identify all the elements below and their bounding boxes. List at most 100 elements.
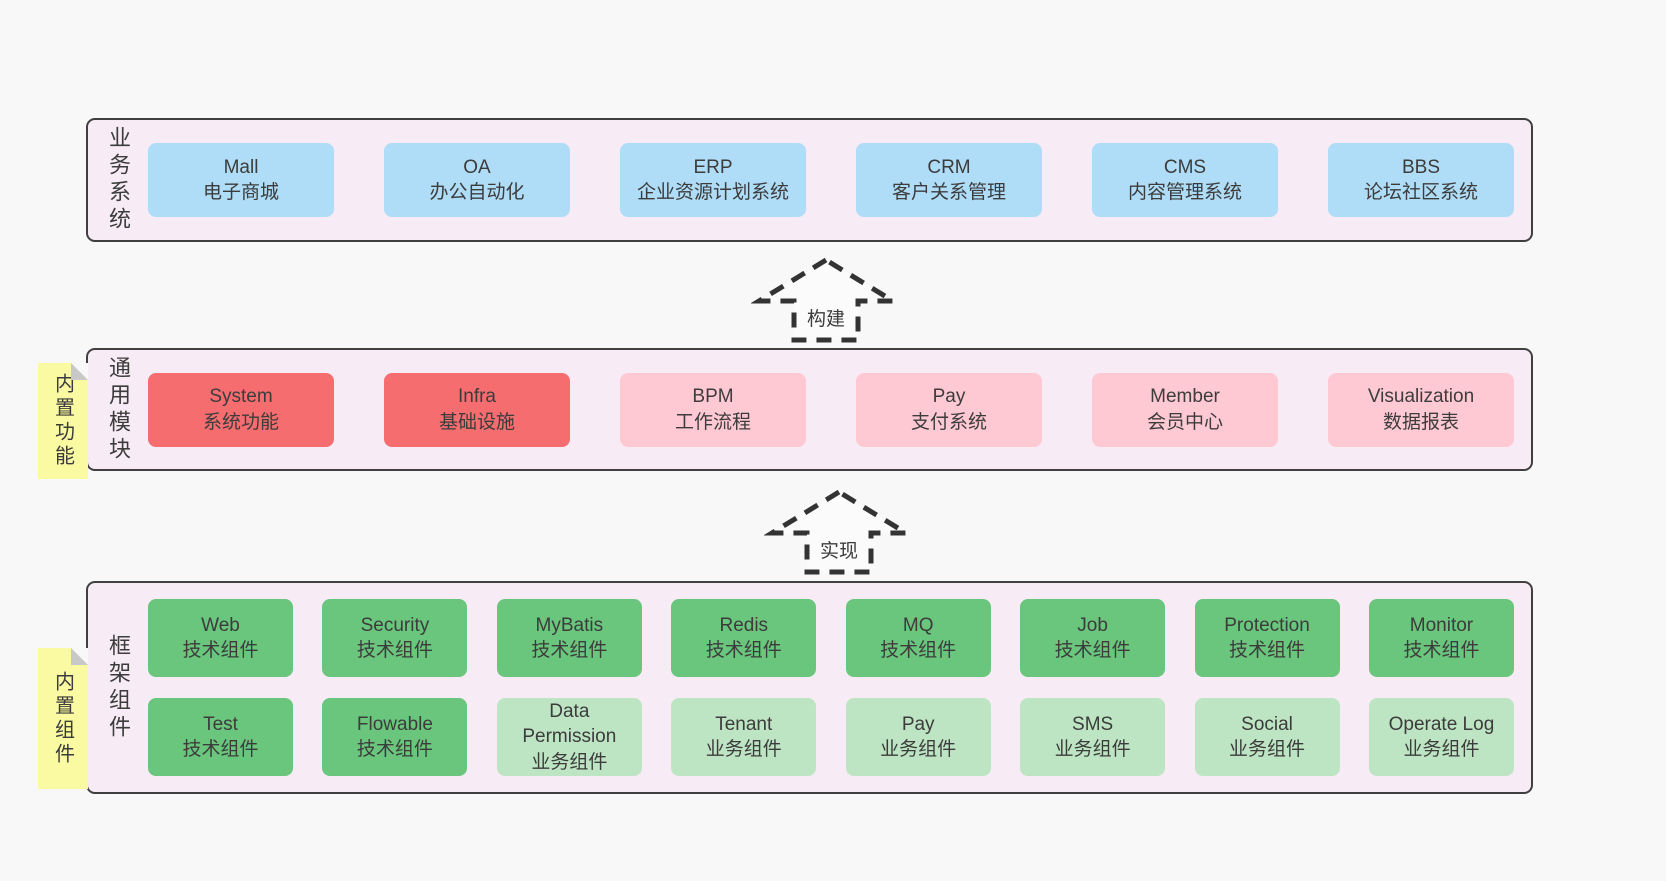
module-box-test: Test 技术组件: [148, 698, 293, 776]
module-title: Test: [203, 713, 238, 735]
band-label-business-systems: 业务系统: [106, 126, 131, 234]
arrow-label-build: 构建: [807, 308, 845, 330]
module-title: System: [209, 386, 273, 408]
band-business-systems: 业务系统 Mall 电子商城 OA 办公自动化 ERP 企业资源计划系统 CRM 客户关系管理…: [86, 118, 1533, 242]
module-box-social: Social 业务组件: [1194, 698, 1340, 776]
module-title: SMS: [1072, 713, 1114, 735]
module-title: CMS: [1163, 156, 1207, 178]
module-subtitle: 业务组件: [880, 739, 957, 760]
module-title: Security: [360, 614, 430, 636]
module-box-pay: Pay 支付系统: [856, 372, 1042, 447]
sticky-note-built-in-components: 内置组件: [38, 648, 88, 789]
module-subtitle: 技术组件: [356, 640, 433, 661]
module-box-tenant: Tenant 业务组件: [671, 698, 817, 776]
module-box-system: System 系统功能: [148, 372, 334, 447]
module-subtitle: 工作流程: [674, 411, 751, 433]
module-title: Data Permission: [522, 701, 617, 748]
module-subtitle: 技术组件: [880, 640, 957, 661]
module-subtitle: 技术组件: [356, 739, 433, 760]
module-title: CRM: [927, 156, 971, 178]
module-box-security: Security 技术组件: [322, 599, 468, 677]
module-subtitle: 内容管理系统: [1127, 182, 1242, 203]
module-subtitle: 支付系统: [910, 411, 987, 433]
module-subtitle: 会员中心: [1146, 411, 1223, 433]
folded-corner-icon: [71, 648, 88, 665]
band-label-common-modules: 通用模块: [106, 355, 131, 464]
module-subtitle: 业务组件: [1403, 739, 1480, 760]
module-title: OA: [463, 156, 491, 178]
band-common-modules: 通用模块 System 系统功能 Infra 基础设施 BPM 工作流程 Pay 支付系统 Me…: [86, 348, 1533, 471]
module-subtitle: 系统功能: [202, 411, 279, 433]
module-box-cms: CMS 内容管理系统: [1092, 143, 1278, 217]
module-subtitle: 技术组件: [182, 739, 259, 760]
module-title: Infra: [457, 386, 497, 408]
module-title: Web: [201, 614, 240, 636]
module-box-mybatis: MyBatis 技术组件: [496, 599, 642, 677]
module-box-bpm: BPM 工作流程: [620, 372, 806, 447]
module-box-data-permission: Data Permission 业务组件: [496, 698, 642, 776]
module-box-erp: ERP 企业资源计划系统: [620, 143, 806, 217]
module-box-infra: Infra 基础设施: [384, 372, 570, 447]
module-box-visualization: Visualization 数据报表: [1328, 372, 1514, 447]
module-subtitle: 基础设施: [438, 411, 515, 433]
module-box-flowable: Flowable 技术组件: [322, 698, 468, 776]
module-box-member: Member 会员中心: [1092, 372, 1278, 447]
module-title: Redis: [719, 614, 769, 636]
module-box-job: Job 技术组件: [1020, 599, 1166, 677]
module-box-web: Web 技术组件: [148, 599, 293, 677]
module-title: Pay: [901, 713, 935, 735]
module-title: Social: [1241, 713, 1293, 735]
module-title: Job: [1077, 614, 1108, 636]
module-subtitle: 电子商城: [202, 182, 279, 203]
module-box-mall: Mall 电子商城: [148, 143, 334, 217]
band-label-framework-components: 框架组件: [106, 633, 131, 742]
module-title: MyBatis: [535, 614, 604, 636]
arrow-label-implement: 实现: [820, 540, 858, 562]
module-title: Member: [1150, 386, 1220, 408]
module-subtitle: 客户关系管理: [891, 182, 1006, 203]
module-title: Flowable: [356, 713, 433, 735]
module-title: Mall: [223, 156, 259, 178]
module-box-oa: OA 办公自动化: [384, 143, 570, 217]
module-title: BPM: [692, 386, 734, 408]
module-subtitle: 技术组件: [705, 640, 782, 661]
module-subtitle: 数据报表: [1382, 411, 1459, 433]
module-title: ERP: [693, 156, 733, 178]
band-rows-common-modules: System 系统功能 Infra 基础设施 BPM 工作流程 Pay 支付系统 Member 会…: [148, 350, 1531, 469]
module-title: Visualization: [1367, 386, 1475, 408]
module-row: Mall 电子商城 OA 办公自动化 ERP 企业资源计划系统 CRM 客户关系管理 CMS 内容…: [148, 143, 1514, 217]
module-subtitle: 企业资源计划系统: [636, 182, 789, 203]
module-box-sms: SMS 业务组件: [1020, 698, 1166, 776]
module-row: System 系统功能 Infra 基础设施 BPM 工作流程 Pay 支付系统 Member 会…: [148, 372, 1514, 447]
module-subtitle: 业务组件: [531, 751, 608, 773]
module-subtitle: 技术组件: [531, 640, 608, 661]
band-rows-business-systems: Mall 电子商城 OA 办公自动化 ERP 企业资源计划系统 CRM 客户关系管理 CMS 内容…: [148, 120, 1531, 240]
module-box-bbs: BBS 论坛社区系统: [1328, 143, 1514, 217]
module-title: BBS: [1401, 156, 1441, 178]
module-title: Operate Log: [1388, 713, 1495, 735]
module-subtitle: 技术组件: [182, 640, 259, 661]
module-subtitle: 办公自动化: [429, 182, 525, 203]
module-box-operate-log: Operate Log 业务组件: [1368, 698, 1514, 776]
dashed-up-arrow-build-icon: 构建: [751, 257, 901, 343]
arrow-label-bg: [814, 535, 864, 565]
module-title: Monitor: [1409, 614, 1474, 636]
module-subtitle: 技术组件: [1054, 640, 1131, 661]
module-title: Pay: [932, 386, 966, 408]
module-title: Tenant: [715, 713, 773, 735]
module-title: Protection: [1224, 614, 1310, 636]
module-box-pay: Pay 业务组件: [845, 698, 991, 776]
module-subtitle: 业务组件: [1054, 739, 1131, 760]
dashed-up-arrow-implement-icon: 实现: [764, 489, 914, 575]
module-subtitle: 业务组件: [1229, 739, 1306, 760]
module-subtitle: 论坛社区系统: [1363, 182, 1478, 203]
module-subtitle: 业务组件: [705, 739, 782, 760]
module-box-redis: Redis 技术组件: [671, 599, 817, 677]
